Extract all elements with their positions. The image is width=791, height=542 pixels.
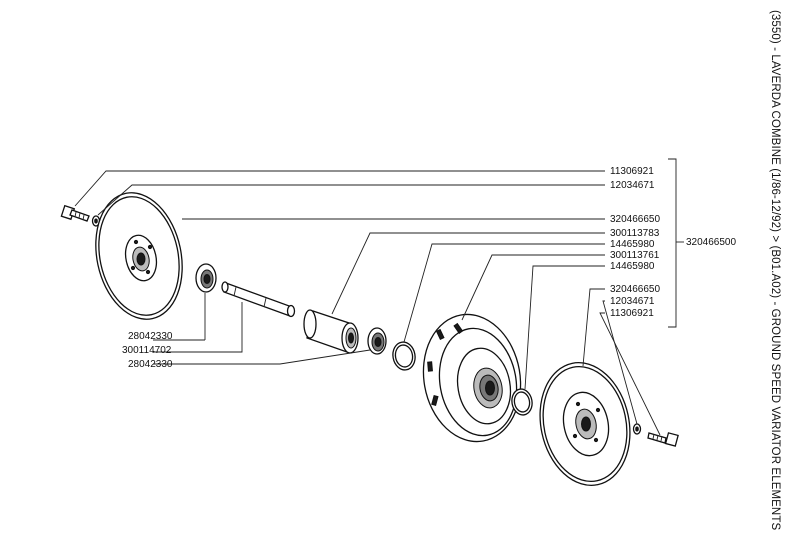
- label-11306921-bottom: 11306921: [610, 308, 654, 319]
- sleeve: [303, 309, 359, 354]
- right-bolt: [647, 432, 679, 447]
- label-14465980-2: 14465980: [610, 261, 655, 272]
- diagram-title: (3550) - LAVERDA COMBINE (1/86-12/92) > …: [769, 10, 781, 530]
- label-14465980-1: 14465980: [610, 239, 655, 250]
- pulley-half: [422, 313, 522, 443]
- shaft: [221, 281, 296, 318]
- middle-bearing: [367, 327, 387, 355]
- label-300113783: 300113783: [610, 228, 660, 239]
- o-ring-1: [392, 341, 416, 371]
- left-washer: [91, 215, 101, 227]
- right-part-labels: 11306921 12034671 320466650 300113783 14…: [610, 166, 660, 319]
- left-bolt: [60, 204, 90, 222]
- left-disc: [95, 192, 183, 320]
- label-12034671-bottom: 12034671: [610, 296, 655, 307]
- left-part-labels: 28042330 300114702 28042330: [122, 331, 173, 370]
- o-ring-2: [511, 388, 533, 416]
- leader-lines: [74, 158, 684, 436]
- label-11306921-top: 11306921: [610, 166, 654, 177]
- label-320466650-bottom: 320466650: [610, 284, 660, 295]
- left-bearing: [195, 263, 217, 293]
- label-12034671-top: 12034671: [610, 180, 655, 191]
- label-28042330-top: 28042330: [128, 331, 173, 342]
- right-washer: [632, 423, 642, 435]
- label-300113761: 300113761: [610, 250, 660, 261]
- label-300114702: 300114702: [122, 345, 172, 356]
- right-disc: [539, 362, 631, 486]
- assembly-label: 320466500: [686, 237, 736, 248]
- label-320466650-top: 320466650: [610, 214, 660, 225]
- label-28042330-bottom: 28042330: [128, 359, 173, 370]
